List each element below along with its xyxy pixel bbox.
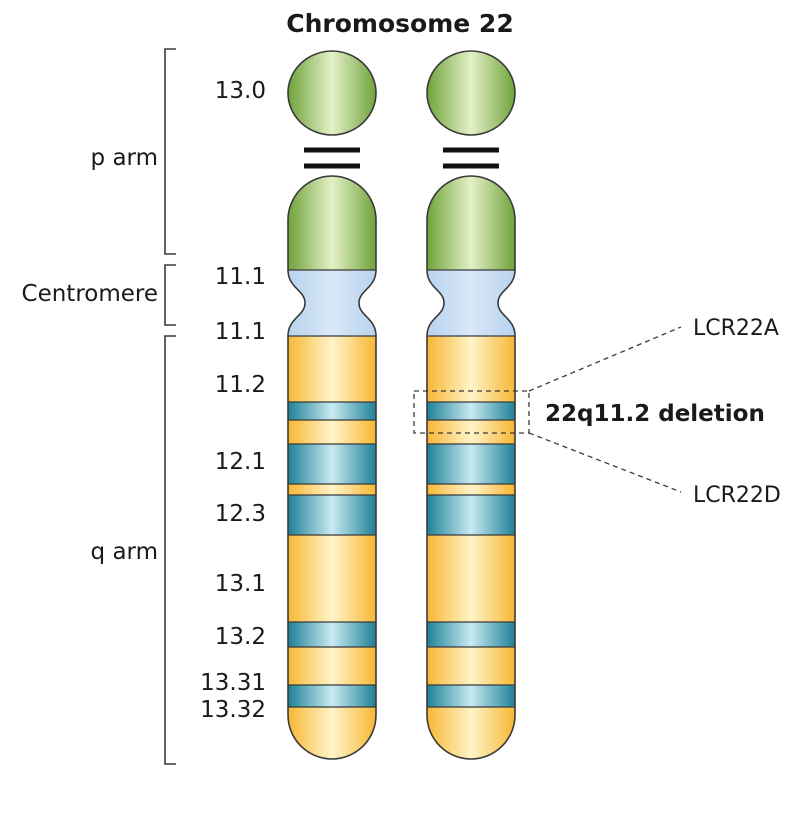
centromere-bracket bbox=[164, 264, 176, 326]
lcr22a-label: LCR22A bbox=[693, 316, 779, 341]
chromosome-left bbox=[287, 50, 377, 760]
p-arm-label: p arm bbox=[91, 145, 158, 171]
q-arm-left bbox=[288, 336, 376, 759]
centromere-left bbox=[288, 270, 376, 336]
band-label: 12.3 bbox=[215, 501, 266, 527]
band-13-31-left bbox=[288, 685, 376, 707]
q-arm-label: q arm bbox=[91, 539, 158, 565]
band-12-3-left bbox=[288, 495, 376, 535]
band-12-3-right bbox=[427, 495, 515, 535]
q-arm-bracket bbox=[164, 335, 176, 765]
band-13-31-right bbox=[427, 685, 515, 707]
p-arm-left bbox=[288, 176, 376, 270]
band-label: 11.1 bbox=[215, 319, 266, 345]
centromere-right bbox=[427, 270, 515, 336]
band-13-2-left bbox=[288, 622, 376, 647]
chromosome-right bbox=[426, 50, 516, 760]
band-separators-right bbox=[427, 401, 515, 708]
satellite-right bbox=[426, 50, 516, 136]
lcr22d-leader bbox=[528, 432, 682, 493]
band-11-2-left bbox=[288, 402, 376, 420]
band-12-1-left bbox=[288, 444, 376, 484]
band-label: 11.1 bbox=[215, 264, 266, 290]
centromere-label: Centromere bbox=[22, 281, 158, 307]
band-label: 13.31 bbox=[200, 670, 266, 696]
band-12-1-right bbox=[427, 444, 515, 484]
band-13-2-right bbox=[427, 622, 515, 647]
deletion-region-box bbox=[413, 390, 530, 434]
lcr22a-leader bbox=[528, 326, 682, 392]
figure-title: Chromosome 22 bbox=[286, 9, 513, 38]
band-separators-left bbox=[288, 401, 376, 708]
band-label: 11.2 bbox=[215, 372, 266, 398]
band-11-2-right bbox=[427, 402, 515, 420]
band-label: 13.0 bbox=[215, 78, 266, 104]
chromosome-outline-right bbox=[426, 175, 516, 760]
deletion-label: 22q11.2 deletion bbox=[545, 401, 765, 427]
band-label: 13.1 bbox=[215, 571, 266, 597]
band-label: 13.32 bbox=[200, 697, 266, 723]
q-arm-right bbox=[427, 336, 515, 759]
p-arm-bracket bbox=[164, 48, 176, 255]
satellite-left bbox=[287, 50, 377, 136]
lcr22d-label: LCR22D bbox=[693, 483, 781, 508]
p-arm-right bbox=[427, 176, 515, 270]
band-label: 12.1 bbox=[215, 449, 266, 475]
band-label: 13.2 bbox=[215, 624, 266, 650]
chromosome-outline-left bbox=[287, 175, 377, 760]
